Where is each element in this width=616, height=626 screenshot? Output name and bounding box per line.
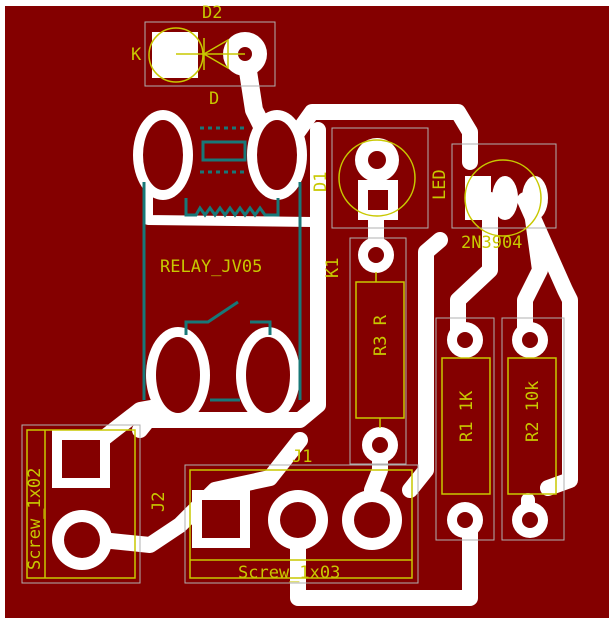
trace-j1-bottom — [290, 512, 478, 606]
label-r2-value: R2 10k — [523, 381, 543, 442]
silk-q-ring — [464, 159, 542, 237]
silk-led-ring — [338, 139, 416, 217]
silk-j2-box — [26, 429, 136, 579]
trace-left-drop — [132, 122, 326, 438]
trace-relay-top — [284, 104, 478, 170]
silk-r2-body — [507, 357, 557, 495]
silk-r1-body — [441, 357, 491, 495]
silkscreen-labels: D2 K D RELAY_JV05 K1 D1 LED 2N3904 R3 R … — [25, 3, 543, 583]
courtyard-d2 — [144, 21, 276, 87]
hole-r2-2 — [522, 512, 538, 528]
hole-j1-2 — [280, 502, 316, 538]
hole-relay-4 — [246, 337, 290, 413]
hole-r3-1 — [368, 247, 384, 263]
hole-r1-2 — [457, 512, 473, 528]
courtyard-r2 — [501, 317, 565, 541]
hole-relay-2 — [257, 120, 297, 190]
hole-led-1 — [368, 151, 386, 169]
label-d2-k: K — [131, 45, 142, 65]
hole-j1-3 — [354, 502, 390, 538]
courtyard-j2 — [21, 424, 141, 584]
courtyard-outlines — [21, 21, 565, 584]
pad-q-b — [492, 176, 518, 220]
fab-relay-coil-wire — [184, 198, 280, 218]
label-j2-value: Screw_1x02 — [25, 468, 45, 570]
label-relay-value: RELAY_JV05 — [160, 257, 262, 277]
hole-r1-1 — [457, 332, 473, 348]
silk-d2-symbol — [202, 38, 229, 70]
label-d2-ref: D2 — [202, 3, 222, 23]
label-r3-value: R3 R — [371, 314, 391, 356]
relay-fab — [142, 126, 302, 402]
silk-d2-body — [148, 27, 204, 83]
label-r1-value: R1 1K — [457, 390, 477, 442]
label-d2-value: D — [209, 89, 219, 109]
silk-j1-box — [189, 469, 413, 579]
label-q-value: 2N3904 — [461, 233, 522, 253]
label-j2-ref: J2 — [149, 492, 169, 512]
fab-relay-switch — [184, 300, 272, 335]
pad-q-c — [522, 176, 548, 220]
label-j1-ref: J1 — [292, 447, 312, 467]
hole-relay-3 — [156, 337, 200, 413]
label-j1-value: Screw_1x03 — [238, 563, 340, 583]
pad-holes — [62, 47, 538, 558]
hole-j2-2 — [64, 522, 100, 558]
label-d1-ref: D1 — [311, 172, 331, 192]
label-k1-ref: K1 — [323, 258, 343, 278]
courtyard-led — [331, 127, 429, 229]
hole-r3-2 — [372, 437, 388, 453]
courtyard-r1 — [435, 317, 495, 541]
courtyard-r3 — [349, 237, 407, 465]
fab-relay-coil — [201, 140, 247, 162]
hole-relay-1 — [143, 120, 183, 190]
hole-j1-1 — [202, 500, 240, 538]
hole-j2-1 — [62, 440, 100, 478]
courtyard-j1 — [184, 464, 419, 584]
hole-r2-1 — [522, 332, 538, 348]
hole-led-2 — [368, 190, 388, 210]
silkscreen — [26, 27, 557, 579]
pad-q-e — [465, 176, 491, 220]
trace-right-edge — [517, 192, 578, 496]
label-led-value: LED — [430, 169, 450, 200]
courtyard-q — [451, 143, 557, 229]
pad-d2-k — [152, 32, 198, 78]
